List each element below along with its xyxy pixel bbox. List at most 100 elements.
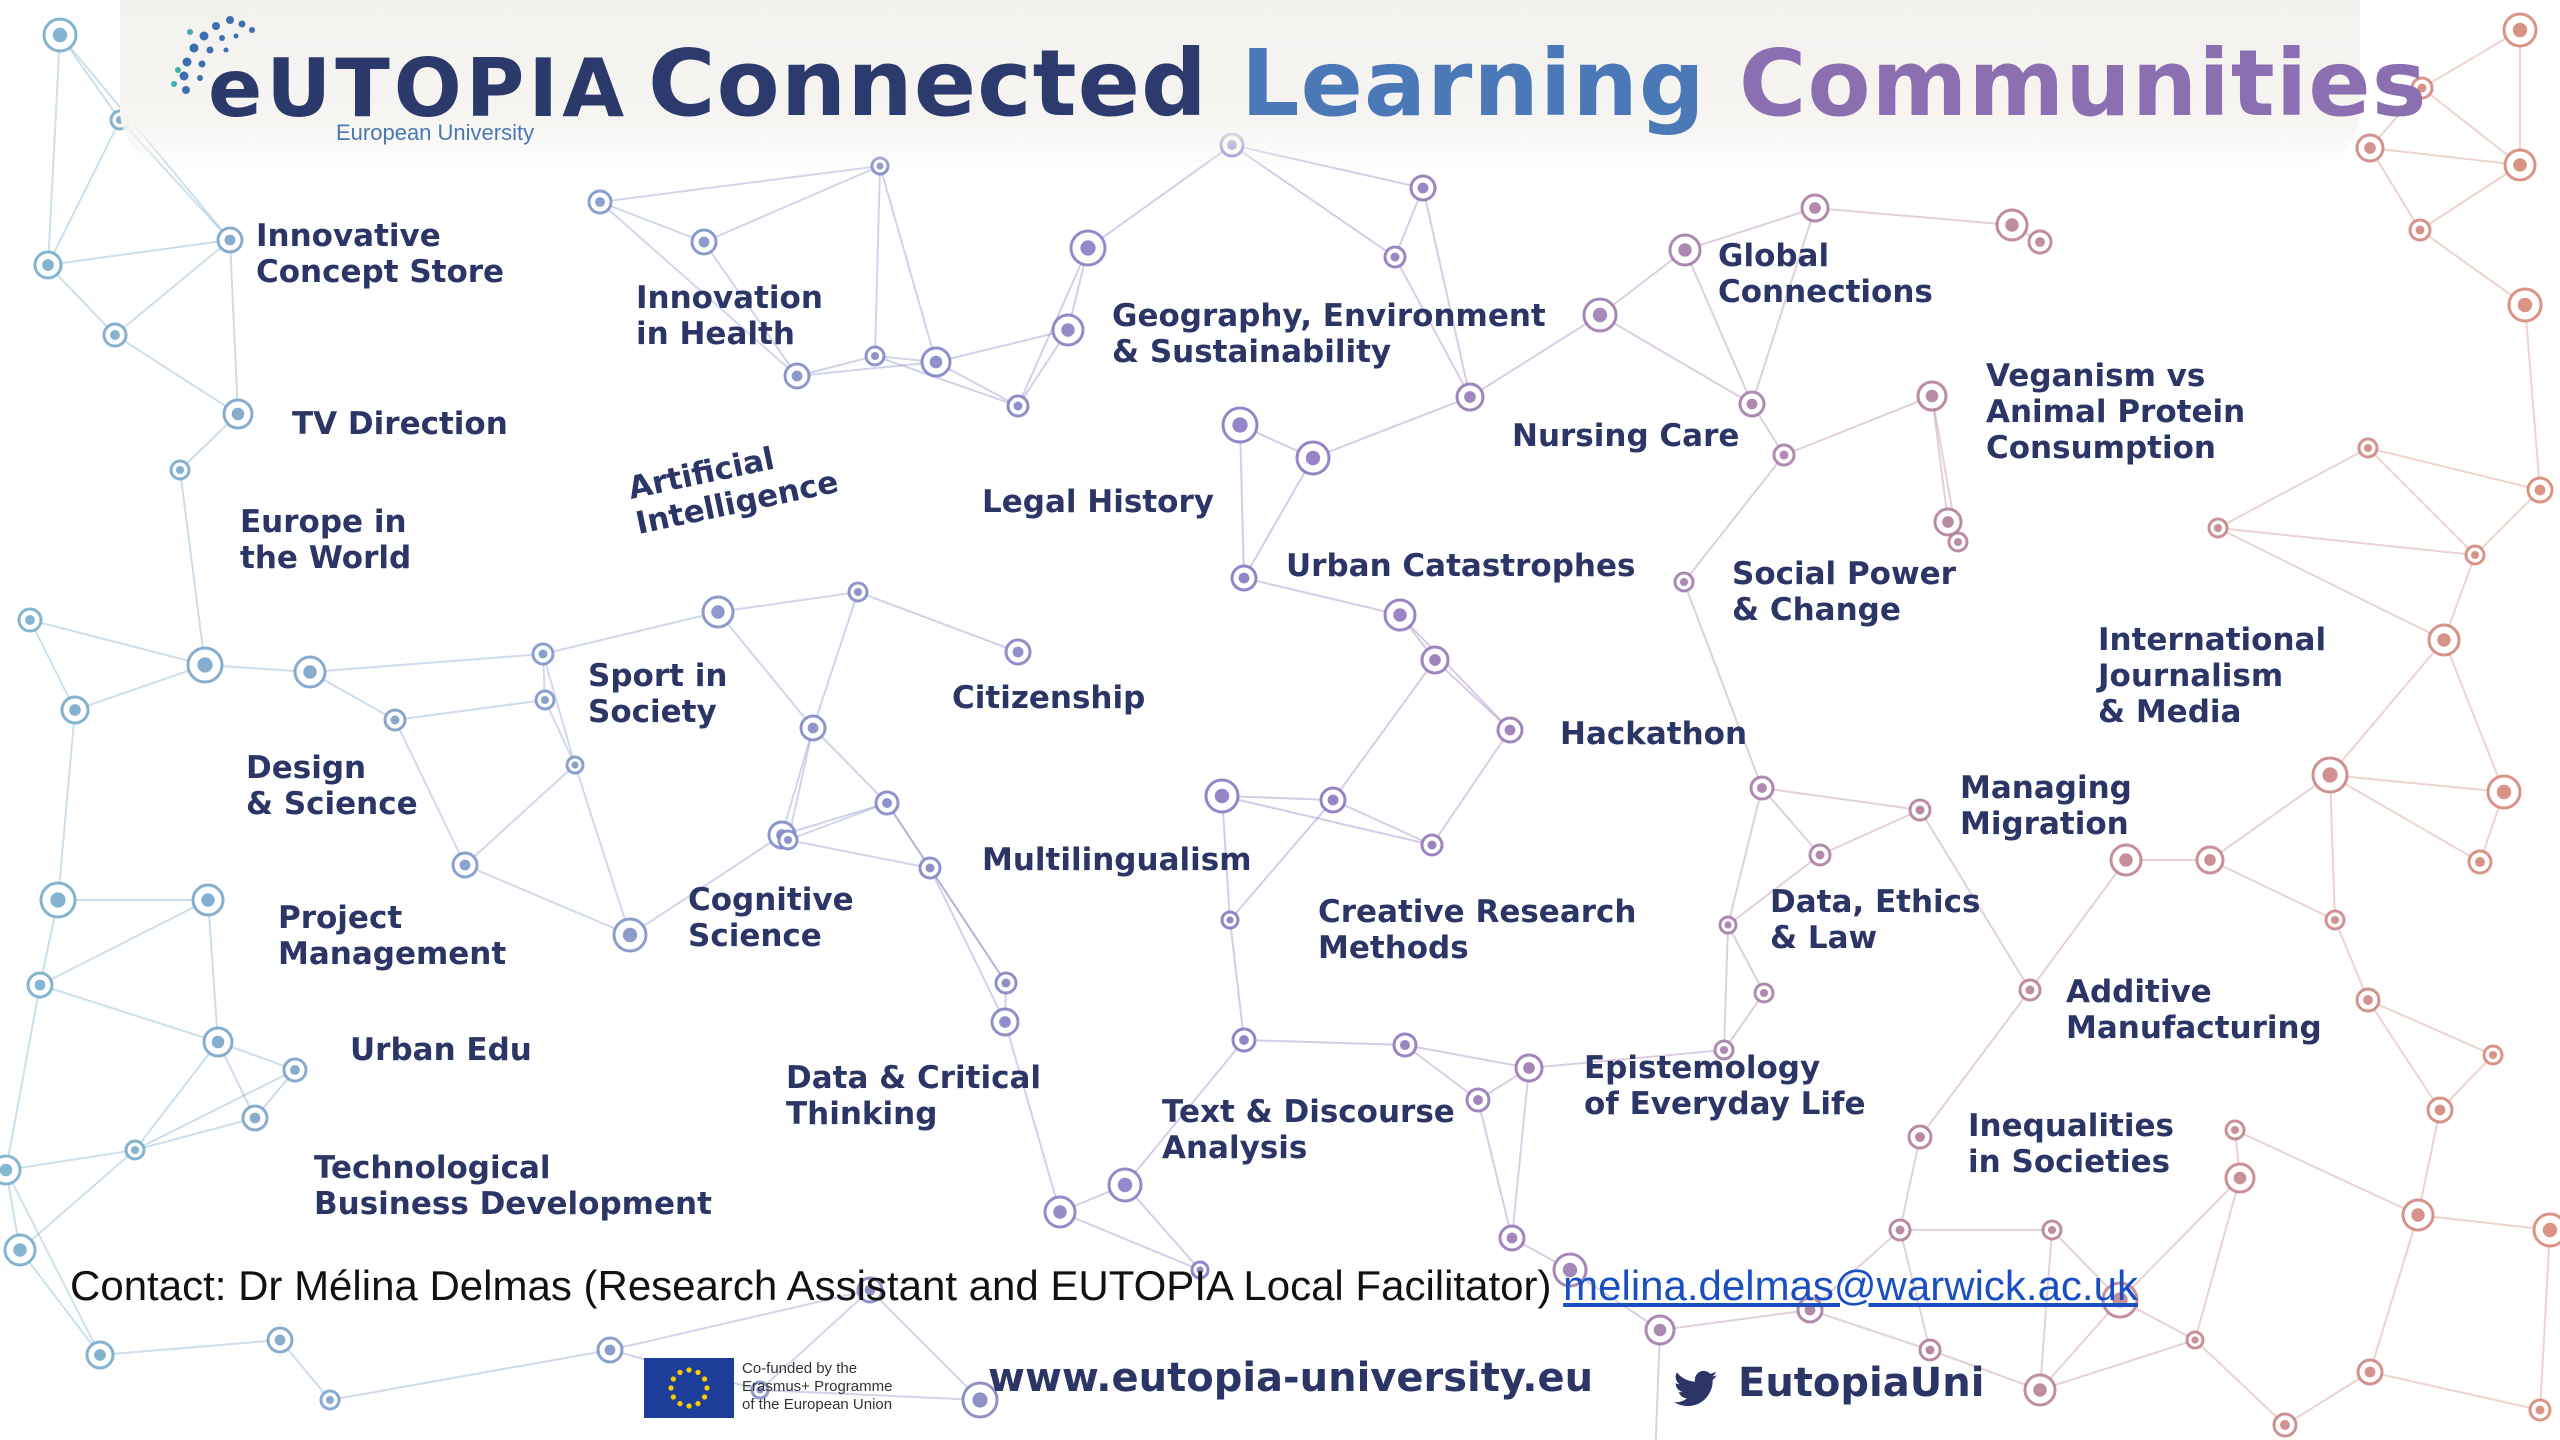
network-node xyxy=(2532,1212,2560,1248)
network-edge xyxy=(1399,614,1511,731)
network-edge xyxy=(1332,799,1433,846)
network-edge xyxy=(1929,1349,2041,1391)
network-edge xyxy=(1599,249,1686,316)
network-edge xyxy=(1404,1044,1479,1101)
network-node xyxy=(1907,1124,1933,1150)
network-edge xyxy=(2539,1229,2551,1411)
network-node xyxy=(60,695,90,725)
topic-social-power-change: Social Power & Change xyxy=(1732,556,1956,628)
network-node xyxy=(3,1233,37,1267)
network-edge xyxy=(929,867,1007,984)
network-edge xyxy=(47,264,116,336)
network-node xyxy=(847,581,869,603)
network-edge xyxy=(74,664,206,711)
network-edge xyxy=(2329,639,2445,776)
network-edge xyxy=(2217,527,2445,641)
network-edge xyxy=(1332,659,1436,801)
network-edge xyxy=(574,764,631,936)
network-edge xyxy=(2419,229,2526,306)
topic-cognitive-science: Cognitive Science xyxy=(688,882,854,954)
network-edge xyxy=(1723,924,1729,1051)
network-edge xyxy=(47,239,231,266)
topic-urban-edu: Urban Edu xyxy=(350,1032,532,1068)
network-edge xyxy=(134,1041,219,1151)
network-edge xyxy=(599,201,798,377)
topic-creative-research-methods: Creative Research Methods xyxy=(1318,894,1637,966)
network-edge xyxy=(787,727,814,841)
topic-data-critical-thinking: Data & Critical Thinking xyxy=(786,1060,1042,1132)
network-edge xyxy=(1684,249,1753,405)
network-edge xyxy=(2421,87,2521,166)
network-node xyxy=(2101,1281,2139,1319)
network-node xyxy=(2207,517,2229,539)
network-node xyxy=(1753,982,1775,1004)
network-edge xyxy=(1599,314,1753,405)
network-node xyxy=(1107,1167,1143,1203)
website-url-link[interactable]: www.eutopia-university.eu xyxy=(988,1355,1594,1401)
network-edge xyxy=(717,591,859,613)
network-edge xyxy=(857,591,1019,653)
topic-design-science: Design & Science xyxy=(246,750,418,822)
network-edge xyxy=(717,611,814,729)
network-edge xyxy=(542,611,719,655)
network-node xyxy=(1230,564,1258,592)
network-node xyxy=(612,917,648,953)
network-node xyxy=(1006,394,1030,418)
network-edge xyxy=(1919,809,2031,991)
title-connected: Connected xyxy=(648,30,1208,137)
network-edge xyxy=(114,334,239,415)
network-node xyxy=(783,362,811,390)
network-edge xyxy=(2284,1371,2371,1426)
network-node xyxy=(293,655,327,689)
network-edge xyxy=(1727,924,1765,994)
network-edge xyxy=(796,361,937,377)
network-edge xyxy=(2329,774,2505,793)
network-edge xyxy=(1394,256,1471,398)
network-node xyxy=(777,829,799,851)
network-edge xyxy=(812,591,859,729)
network-edge xyxy=(1477,1099,1513,1239)
network-node xyxy=(26,971,54,999)
network-edge xyxy=(2367,447,2476,556)
network-edge xyxy=(874,165,881,357)
topic-geography-environment-sustainability: Geography, Environment & Sustainability xyxy=(1112,298,1546,370)
network-edge xyxy=(542,653,576,766)
network-edge xyxy=(464,764,576,866)
network-node xyxy=(2109,843,2143,877)
network-node xyxy=(1420,833,1444,857)
network-edge xyxy=(1221,795,1334,801)
network-edge xyxy=(1469,314,1601,398)
network-node xyxy=(990,1007,1020,1037)
network-edge xyxy=(1761,787,1821,856)
network-edge xyxy=(2329,774,2336,921)
network-edge xyxy=(703,165,881,243)
network-node xyxy=(1498,1224,1526,1252)
network-edge xyxy=(1723,992,1765,1051)
topic-veganism-vs-animal-protein: Veganism vs Animal Protein Consumption xyxy=(1986,358,2246,466)
eu-cofunded-text: Co-funded by the Erasmus+ Programme of t… xyxy=(742,1360,893,1413)
network-node xyxy=(2401,1198,2435,1232)
network-edge xyxy=(464,864,631,936)
network-edge xyxy=(329,1349,611,1401)
logo-wordmark: eUTOPIA xyxy=(208,42,629,135)
contact-email-link[interactable]: melina.delmas@warwick.ac.uk xyxy=(1563,1262,2138,1309)
topic-technological-business-development: Technological Business Development xyxy=(314,1150,712,1222)
network-node xyxy=(1465,1087,1491,1113)
network-node xyxy=(222,398,254,430)
network-edge xyxy=(2367,447,2541,491)
network-node xyxy=(2311,756,2349,794)
topic-hackathon: Hackathon xyxy=(1560,716,1748,752)
network-edge xyxy=(1243,1039,1406,1046)
topic-global-connections: Global Connections xyxy=(1718,238,1933,310)
network-edge xyxy=(99,1339,281,1356)
network-edge xyxy=(599,201,705,243)
topic-epistemology-everyday-life: Epistemology of Everyday Life xyxy=(1584,1050,1866,1122)
network-node xyxy=(1496,716,1524,744)
network-edge xyxy=(1528,1049,1725,1069)
network-edge xyxy=(2419,164,2521,231)
network-edge xyxy=(1727,854,1821,926)
network-node xyxy=(2185,1330,2205,1350)
eutopia-logo: eUTOPIA European University xyxy=(160,10,624,150)
twitter-handle[interactable]: EutopiaUni xyxy=(1738,1360,1985,1406)
network-edge xyxy=(2524,304,2541,491)
